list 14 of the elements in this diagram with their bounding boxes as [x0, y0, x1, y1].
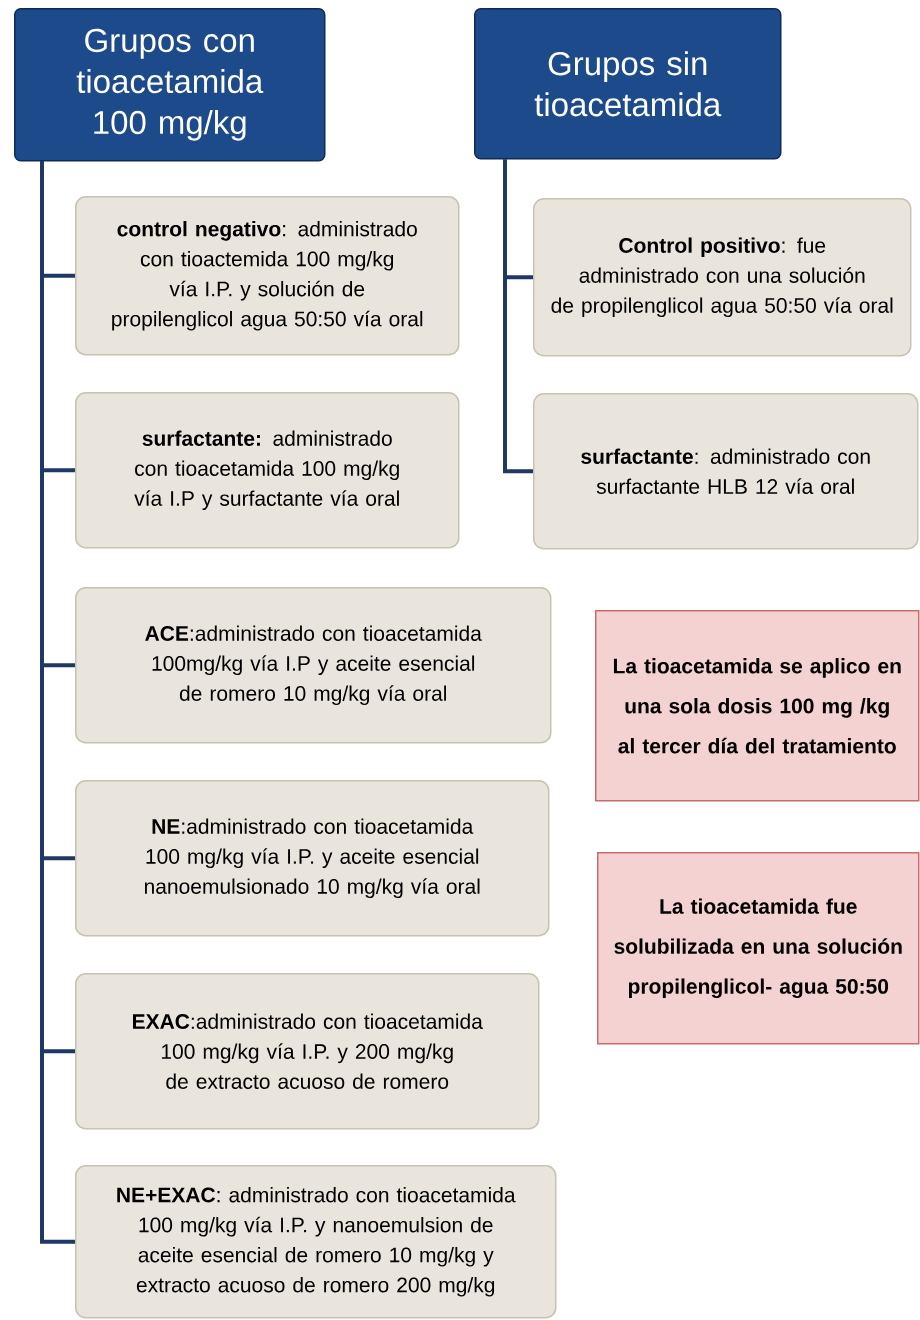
group-box: control negativo: administrado con tioactemida 100 mg/kg vía I.P. y solución de propilenglicol agua 50:50 vía oral	[75, 196, 460, 356]
note-box: La tioacetamida se aplico en una sola dosis 100 mg /kg al tercer día del tratamiento	[595, 610, 920, 802]
group-box: ACE:administrado con tioacetamida 100mg/kg vía I.P y aceite esencial de romero 10 mg/kg vía oral	[75, 587, 552, 744]
header-box: Grupos con tioacetamida 100 mg/kg	[14, 8, 326, 162]
group-box: surfactante: administrado con tioacetamida 100 mg/kg vía I.P y surfactante vía oral	[75, 392, 460, 549]
group-box: NE:administrado con tioacetamida 100 mg/kg vía I.P. y aceite esencial nanoemulsionado 10 mg/kg vía oral	[75, 780, 550, 937]
connector-line	[40, 161, 75, 1244]
connector-line	[503, 159, 533, 474]
group-box: surfactante: administrado con surfactante HLB 12 vía oral	[533, 393, 919, 550]
group-box: Control positivo: fue administrado con una solución de propilenglicol agua 50:50 vía oral	[533, 198, 912, 357]
header-box: Grupos sin tioacetamida	[474, 8, 782, 160]
group-box: NE+EXAC: administrado con tioacetamida 100 mg/kg vía I.P. y nanoemulsion de aceite esencial de romero 10 mg/kg y extracto acuoso de romero 200 mg/kg	[75, 1165, 557, 1319]
group-box: EXAC:administrado con tioacetamida 100 mg/kg vía I.P. y 200 mg/kg de extracto acuoso de romero	[75, 973, 540, 1130]
note-box: La tioacetamida fue solubilizada en una solución propilenglicol- agua 50:50	[597, 852, 920, 1045]
